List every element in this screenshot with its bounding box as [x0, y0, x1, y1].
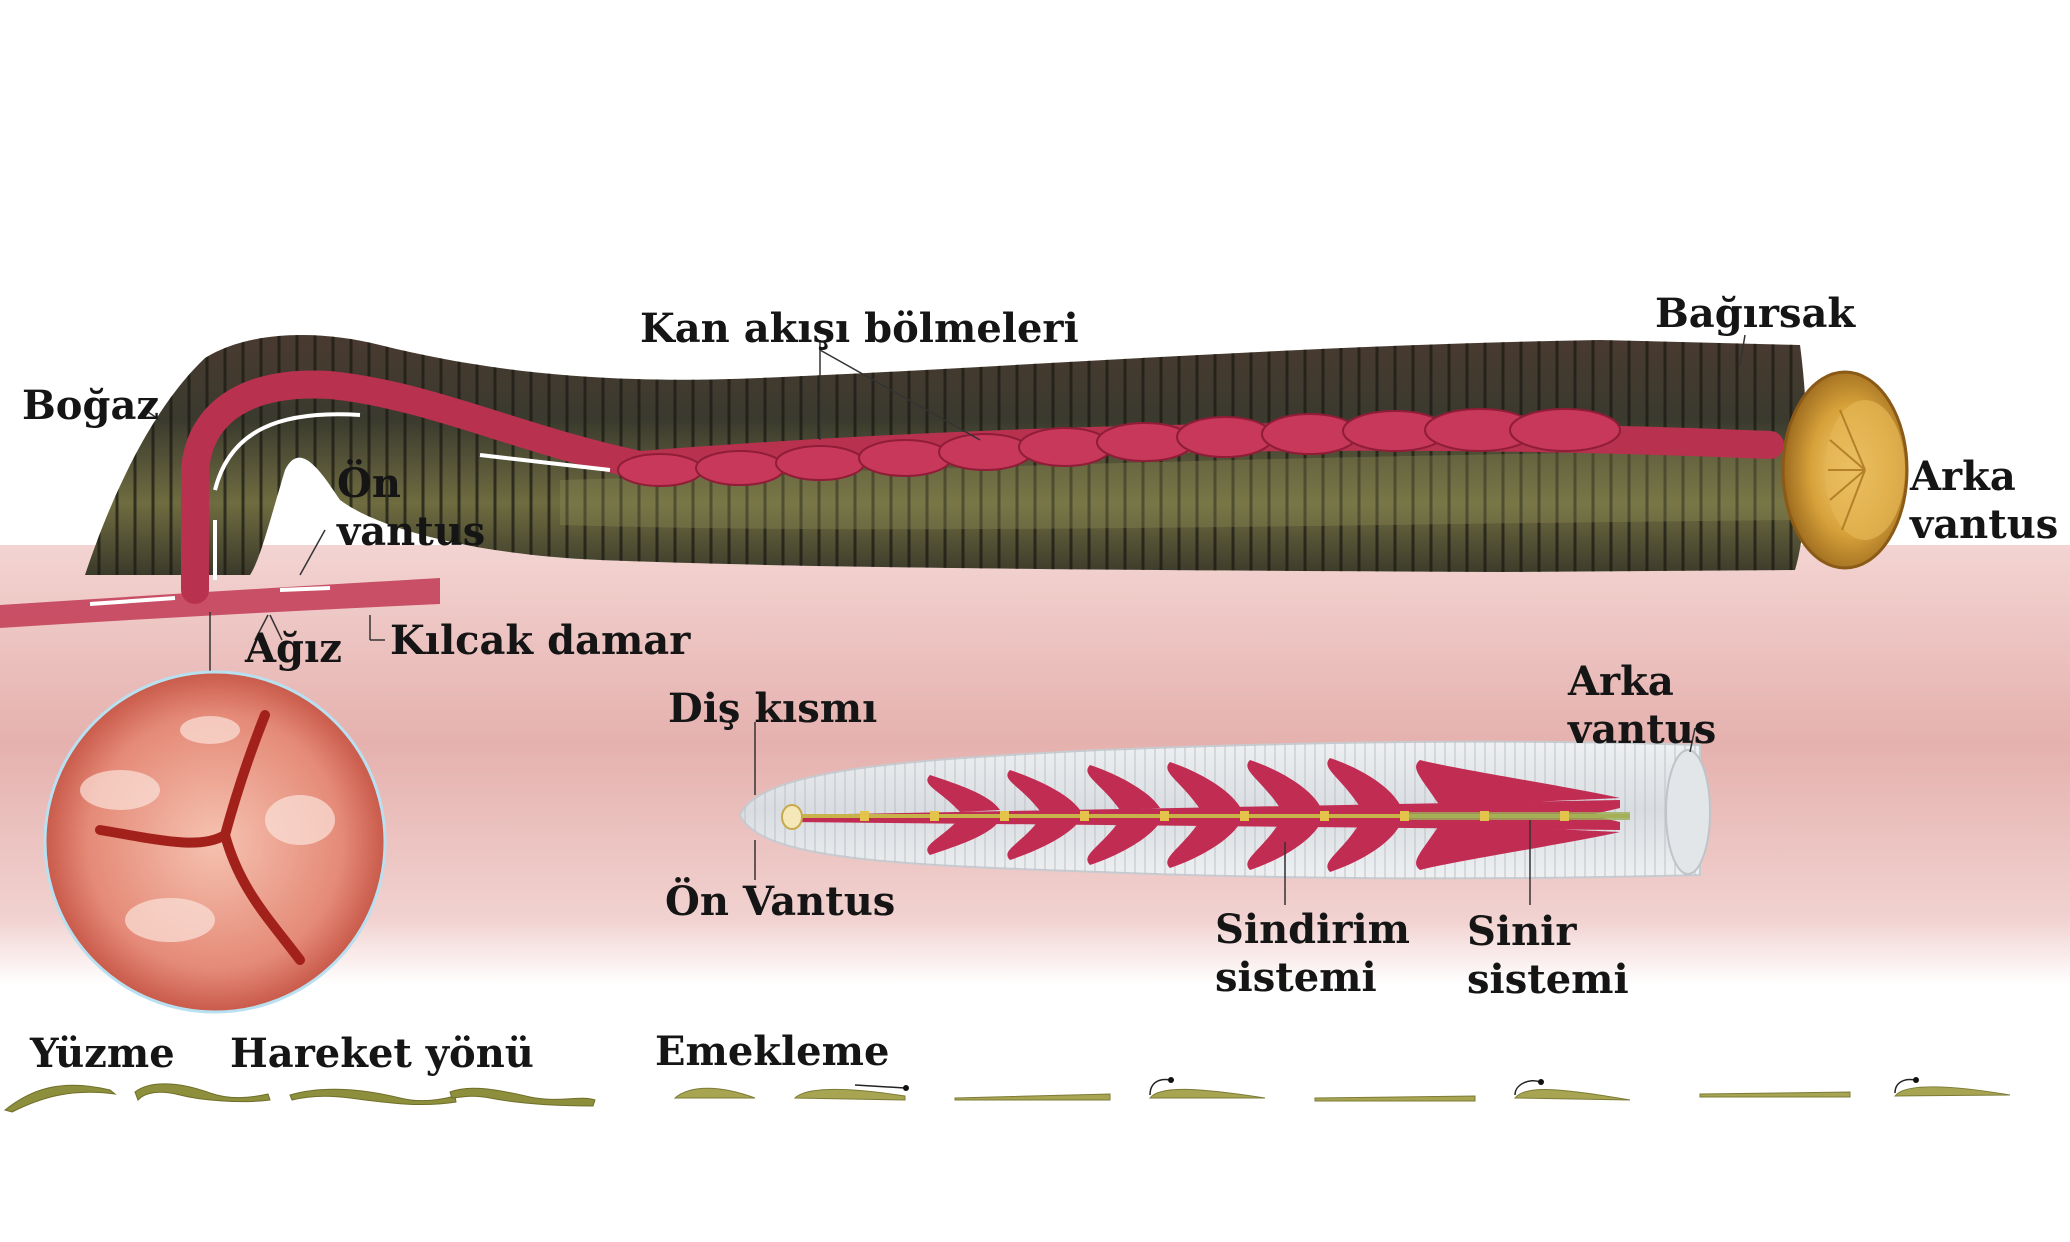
crawling-motion [675, 1087, 2010, 1101]
label-bogaz-text: Boğaz [22, 382, 159, 430]
label-bagirsak-text: Bağırsak [1655, 290, 1855, 338]
label-emekleme: Emekleme [655, 1028, 889, 1076]
label-hareket-yonu-text: Hareket yönü [230, 1030, 534, 1078]
swimming-motion [5, 1084, 595, 1112]
label-agiz-text: Ağız [245, 625, 342, 673]
label-kan-akisi-text: Kan akışı bölmeleri [640, 305, 1079, 353]
label-hareket-yonu: Hareket yönü [230, 1030, 534, 1078]
label-arka-vantus-top-line1: Arka [1910, 453, 2058, 501]
label-sinir-line2: sistemi [1467, 956, 1629, 1004]
label-kan-akisi: Kan akışı bölmeleri [640, 305, 1079, 353]
label-sindirim-line2: sistemi [1215, 954, 1410, 1002]
label-kilcak-damar: Kılcak damar [390, 617, 690, 665]
label-arka-vantus-top-line2: vantus [1910, 501, 2058, 549]
label-on-vantus-bottom: Ön Vantus [665, 878, 895, 926]
label-yuzme-text: Yüzme [30, 1030, 175, 1078]
label-dis-kismi: Diş kısmı [668, 685, 877, 733]
label-sinir-line1: Sinir [1467, 908, 1629, 956]
label-arka-vantus-top: Arka vantus [1910, 453, 2058, 549]
label-on-vantus-top-line1: Ön [337, 460, 485, 508]
label-agiz: Ağız [245, 625, 342, 673]
label-dis-kismi-text: Diş kısmı [668, 685, 877, 733]
label-sindirim-sistemi: Sindirim sistemi [1215, 906, 1410, 1002]
label-bogaz: Boğaz [22, 382, 159, 430]
label-emekleme-text: Emekleme [655, 1028, 889, 1076]
label-kilcak-damar-text: Kılcak damar [390, 617, 690, 665]
ventral-rear-sucker [1666, 750, 1710, 874]
label-on-vantus-top: Ön vantus [337, 460, 485, 556]
label-arka-vantus-bottom: Arka vantus [1568, 658, 1716, 754]
label-arka-vantus-bottom-line1: Arka [1568, 658, 1716, 706]
label-arka-vantus-bottom-line2: vantus [1568, 706, 1716, 754]
label-sinir-sistemi: Sinir sistemi [1467, 908, 1629, 1004]
label-bagirsak: Bağırsak [1655, 290, 1855, 338]
label-on-vantus-top-line2: vantus [337, 508, 485, 556]
label-on-vantus-bottom-text: Ön Vantus [665, 878, 895, 926]
label-sindirim-line1: Sindirim [1215, 906, 1410, 954]
label-yuzme: Yüzme [30, 1030, 175, 1078]
